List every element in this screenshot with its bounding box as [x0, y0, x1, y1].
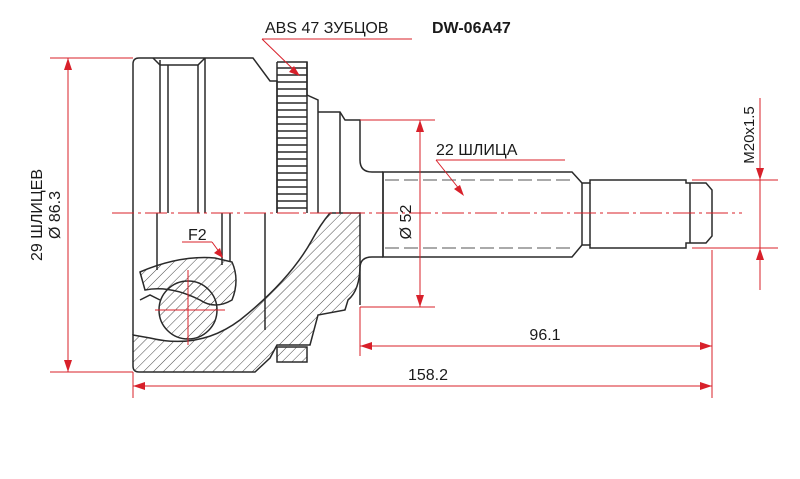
- dim-thread: M20x1.5: [692, 98, 778, 290]
- shaft-splines-label: 22 ШЛИЦА: [436, 142, 518, 159]
- part-number: DW-06A47: [432, 20, 511, 37]
- shaft-length-label: 96.1: [529, 327, 560, 344]
- outer-splines-label: 29 ШЛИЦЕВ: [29, 169, 46, 261]
- outer-diameter-label: Ø 86.3: [47, 191, 64, 239]
- dim-outer-diameter: 29 ШЛИЦЕВ Ø 86.3: [29, 57, 133, 373]
- dim-total-length: 158.2: [132, 367, 712, 398]
- shaft: [382, 171, 713, 258]
- dim-shaft-length: 96.1: [359, 250, 713, 398]
- total-length-label: 158.2: [408, 367, 448, 384]
- neck-lower: [359, 256, 383, 305]
- seal-diameter-label: Ø 52: [398, 205, 415, 240]
- f2-callout: F2: [182, 227, 223, 258]
- abs-label: ABS 47 ЗУБЦОВ: [265, 20, 388, 37]
- abs-ring: [276, 61, 319, 213]
- thread-label: M20x1.5: [741, 106, 758, 164]
- abs-callout: ABS 47 ЗУБЦОВ: [261, 20, 412, 76]
- neck-upper: [318, 111, 383, 213]
- splines-callout: 22 ШЛИЦА: [435, 142, 565, 196]
- dim-seal-diameter: Ø 52: [360, 119, 435, 308]
- housing-upper: [132, 57, 278, 213]
- housing-section: [132, 212, 361, 373]
- feature-label: F2: [188, 227, 207, 244]
